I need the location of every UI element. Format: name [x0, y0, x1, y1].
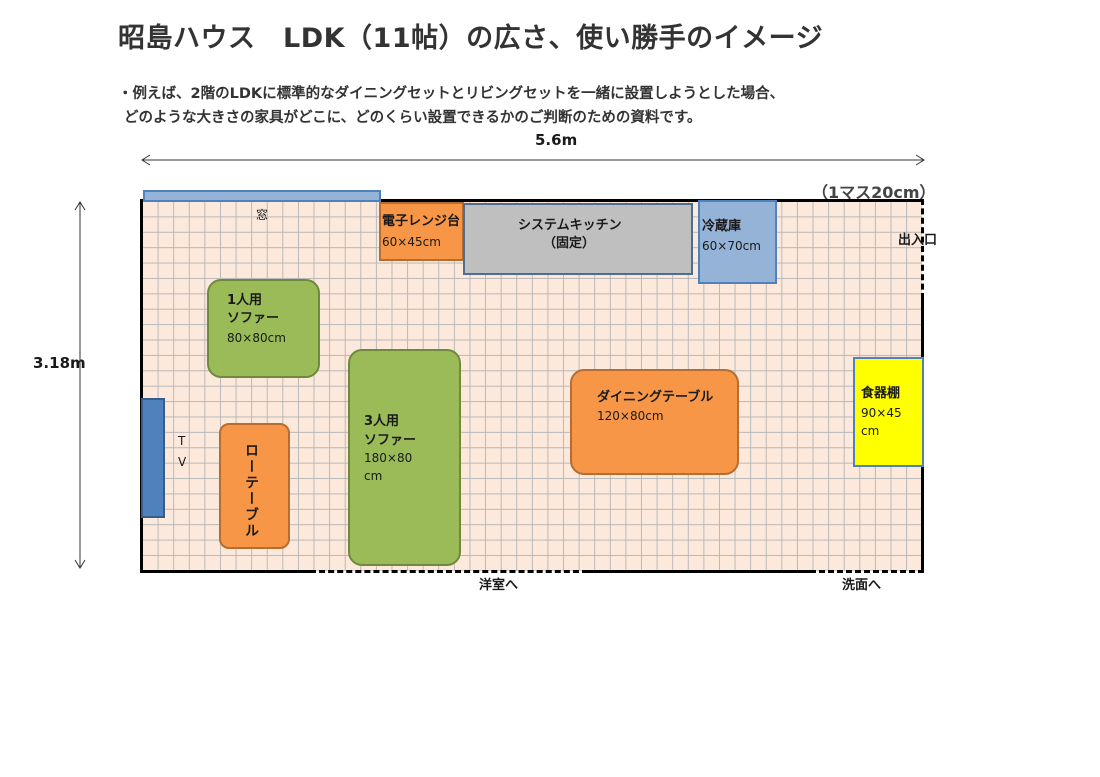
three-person-sofa-size-2: cm	[364, 469, 383, 483]
left-wall	[140, 199, 143, 573]
tv-label-t: T	[178, 434, 186, 448]
three-person-sofa-name-2: ソファー	[364, 433, 417, 448]
bottom-opening-western-room	[310, 570, 588, 573]
window	[143, 190, 381, 202]
refrigerator-name: 冷蔵庫	[702, 219, 742, 234]
three-person-sofa-name-1: 3人用	[364, 414, 400, 429]
one-person-sofa-size: 80×80cm	[227, 331, 286, 345]
low-table: ローテーブル	[219, 423, 290, 549]
cupboard: 食器棚 90×45 cm	[853, 357, 924, 467]
refrigerator-size: 60×70cm	[702, 239, 761, 253]
right-opening-entrance	[921, 199, 924, 299]
one-person-sofa-name-2: ソファー	[227, 311, 280, 326]
height-dimension-arrow	[74, 201, 86, 569]
system-kitchen-note: （固定）	[543, 236, 596, 251]
height-dimension-label: 3.18m	[33, 354, 86, 372]
page-title: 昭島ハウス LDK（11帖）の広さ、使い勝手のイメージ	[118, 23, 824, 54]
one-person-sofa-name-1: 1人用	[227, 293, 263, 308]
low-table-name: ローテーブル	[243, 443, 259, 539]
description-line-1: ・例えば、2階のLDKに標準的なダイニングセットとリビングセットを一緒に設置しよ…	[118, 86, 785, 102]
width-dimension-label: 5.6m	[535, 131, 578, 149]
one-person-sofa: 1人用 ソファー 80×80cm	[207, 279, 320, 378]
three-person-sofa-size-1: 180×80	[364, 451, 413, 465]
bottom-wall-middle	[588, 570, 810, 573]
window-label: 窓	[256, 208, 269, 222]
width-dimension-arrow	[141, 154, 925, 166]
dining-table-name: ダイニングテーブル	[597, 390, 714, 405]
to-washroom-label: 洗面へ	[842, 578, 882, 593]
system-kitchen: システムキッチン （固定）	[463, 203, 693, 275]
three-person-sofa: 3人用 ソファー 180×80 cm	[348, 349, 461, 566]
to-western-room-label: 洋室へ	[479, 578, 519, 593]
cupboard-size-1: 90×45	[861, 406, 902, 420]
entrance-label: 出入口	[898, 233, 938, 248]
tv-label-v: V	[178, 455, 187, 469]
bottom-opening-washroom	[810, 570, 924, 573]
scale-note: （1マス20cm）	[812, 183, 936, 202]
microwave-stand-name: 電子レンジ台	[382, 214, 461, 229]
bottom-wall-left	[140, 570, 310, 573]
dining-table: ダイニングテーブル 120×80cm	[570, 369, 739, 475]
microwave-stand: 電子レンジ台 60×45cm	[379, 202, 464, 261]
cupboard-name: 食器棚	[861, 386, 901, 401]
top-wall	[140, 199, 924, 202]
refrigerator: 冷蔵庫 60×70cm	[698, 200, 777, 284]
microwave-stand-size: 60×45cm	[382, 235, 441, 249]
system-kitchen-name: システムキッチン	[518, 218, 622, 233]
dining-table-size: 120×80cm	[597, 409, 664, 423]
description-line-2: どのような大きさの家具がどこに、どのくらい設置できるかのご判断のための資料です。	[124, 110, 702, 126]
tv	[141, 398, 165, 518]
cupboard-size-2: cm	[861, 424, 880, 438]
